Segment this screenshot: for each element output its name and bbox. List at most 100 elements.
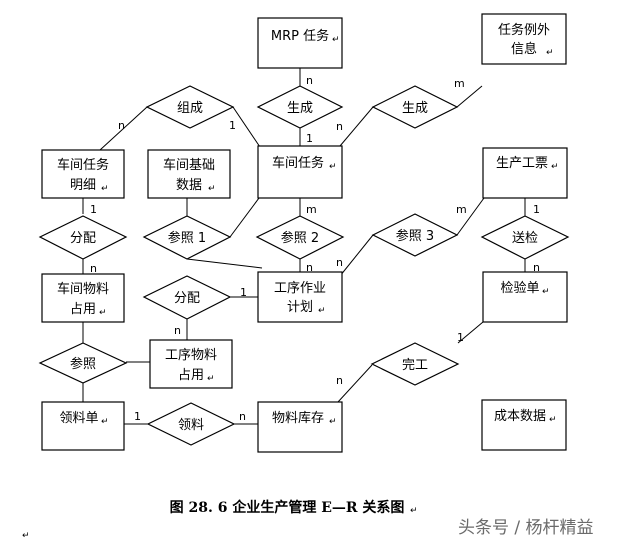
figure-caption: 图 28. 6 企业生产管理 E—R 关系图 <box>170 499 405 516</box>
relationship-inspect: 送检 <box>480 215 570 260</box>
entity-cost-data: 成本数据 ↵ <box>481 399 567 451</box>
edge-workshop-detail-compose <box>99 106 148 151</box>
entity-task-exception: 任务例外 信息 ↵ <box>481 13 567 65</box>
entity-process-material-use: 工序物料 占用 ↵ <box>149 339 233 389</box>
entity-label: 占用 <box>70 302 96 317</box>
edge-complete-material-stock <box>337 364 373 403</box>
cardinality-label: n <box>336 374 343 387</box>
relationship-label: 领料 <box>178 418 204 433</box>
entity-label: 检验单 <box>500 280 539 296</box>
entity-label: 计划 <box>287 300 313 315</box>
edge-compose-workshop-task <box>232 106 263 151</box>
edge-workshop-task-generate2 <box>339 106 374 147</box>
cardinality-label: 1 <box>134 410 141 423</box>
paragraph-mark-icon: ↵ <box>549 415 557 425</box>
relationship-complete: 完工 <box>370 342 460 386</box>
cardinality-label: n <box>533 261 540 274</box>
entity-label: 数据 <box>176 178 202 193</box>
edge-reference1-workshop-task <box>229 193 263 238</box>
paragraph-mark-icon: ↵ <box>318 306 326 316</box>
cardinality-label: 1 <box>240 286 247 299</box>
paragraph-mark-icon: ↵ <box>410 506 418 516</box>
entity-label: 车间任务 <box>272 155 324 171</box>
edge-inspection-complete <box>457 321 484 344</box>
entity-label: 工序物料 <box>165 348 217 363</box>
entity-label: 物料库存 <box>272 410 324 426</box>
edge-reference1-process-plan <box>186 258 263 269</box>
relationship-label: 分配 <box>174 291 200 306</box>
entity-workshop-task-detail: 车间任务 明细 ↵ <box>41 149 125 199</box>
entity-label: 车间任务 <box>57 157 109 173</box>
entity-label: 信息 <box>511 41 537 57</box>
cardinality-label: n <box>239 410 246 423</box>
relationship-compose: 组成 <box>145 85 235 129</box>
entity-inspection-sheet: 检验单 ↵ <box>482 271 568 323</box>
connector-lines <box>82 68 526 425</box>
paragraph-mark-icon: ↵ <box>329 162 337 172</box>
relationship-label: 生成 <box>402 101 428 116</box>
relationship-pick: 领料 <box>146 402 236 446</box>
entity-mrp-task: MRP 任务 ↵ <box>257 17 343 69</box>
relationship-label: 参照 2 <box>281 230 319 246</box>
paragraph-mark-icon: ↵ <box>546 48 554 58</box>
cardinality-label: n <box>174 324 181 337</box>
cardinality-label: 1 <box>306 132 313 145</box>
entity-label: 领料单 <box>59 411 98 426</box>
entity-label: 车间基础 <box>163 157 215 173</box>
relationship-label: 参照 3 <box>396 228 434 244</box>
edge-generate2-exception <box>456 85 483 108</box>
relationship-allocate-detail: 分配 <box>38 215 128 260</box>
relationship-label: 完工 <box>402 358 428 373</box>
cardinality-label: m <box>306 203 317 216</box>
cardinality-label: n <box>336 120 343 133</box>
paragraph-mark-icon: ↵ <box>99 308 107 318</box>
cardinality-labels: n 1 n 1 n m 1 n m n m 1 n 1 n 1 n n 1 n <box>90 74 540 423</box>
cardinality-label: n <box>118 119 125 132</box>
edge-process-plan-reference3 <box>339 234 374 277</box>
entity-label: 明细 <box>70 178 96 193</box>
paragraph-mark-icon: ↵ <box>101 184 109 194</box>
entity-label: 占用 <box>178 368 204 383</box>
relationship-generate-exception: 生成 <box>371 85 459 129</box>
cardinality-label: m <box>456 203 467 216</box>
relationship-label: 生成 <box>287 101 313 116</box>
relationship-label: 送检 <box>512 231 538 246</box>
relationship-label: 组成 <box>177 101 203 116</box>
cardinality-label: n <box>90 262 97 275</box>
relationship-reference-material: 参照 <box>38 342 128 384</box>
entity-process-plan: 工序作业 计划 ↵ <box>257 271 343 323</box>
paragraph-mark-icon: ↵ <box>551 162 559 172</box>
cardinality-label: 1 <box>90 203 97 216</box>
entity-workshop-material-use: 车间物料 占用 ↵ <box>41 273 125 323</box>
relationship-reference-1: 参照 1 <box>142 215 232 260</box>
relationship-generate-mrp: 生成 <box>256 85 344 129</box>
cardinality-label: 1 <box>229 119 236 132</box>
paragraph-mark-icon: ↵ <box>101 417 109 427</box>
cardinality-label: 1 <box>533 203 540 216</box>
relationship-label: 参照 <box>70 356 96 372</box>
cardinality-label: n <box>336 256 343 269</box>
entity-label: 车间物料 <box>57 281 109 297</box>
cardinality-label: m <box>454 77 465 90</box>
paragraph-mark-icon: ↵ <box>542 287 550 297</box>
entity-workshop-task: 车间任务 ↵ <box>257 145 343 199</box>
entity-label: 生产工票 <box>496 156 548 171</box>
entity-material-stock: 物料库存 ↵ <box>257 401 343 453</box>
watermark-text: 头条号 / 杨杆精益 <box>458 518 594 538</box>
entity-workshop-base-data: 车间基础 数据 ↵ <box>147 149 231 199</box>
relationship-label: 分配 <box>70 231 96 246</box>
paragraph-mark-icon: ↵ <box>208 184 216 194</box>
entity-label: 工序作业 <box>274 281 326 296</box>
paragraph-mark-icon: ↵ <box>22 531 30 541</box>
entity-label: MRP 任务 <box>271 28 329 44</box>
relationship-allocate-process: 分配 <box>142 275 232 320</box>
entity-label: 任务例外 <box>498 22 550 38</box>
cardinality-label: n <box>306 74 313 87</box>
entity-production-ticket: 生产工票 ↵ <box>482 147 568 199</box>
cardinality-label: 1 <box>457 331 464 344</box>
edge-reference3-ticket <box>456 197 485 236</box>
relationship-reference-3: 参照 3 <box>371 213 459 257</box>
relationship-reference-2: 参照 2 <box>255 215 345 260</box>
paragraph-mark-icon: ↵ <box>207 374 215 384</box>
